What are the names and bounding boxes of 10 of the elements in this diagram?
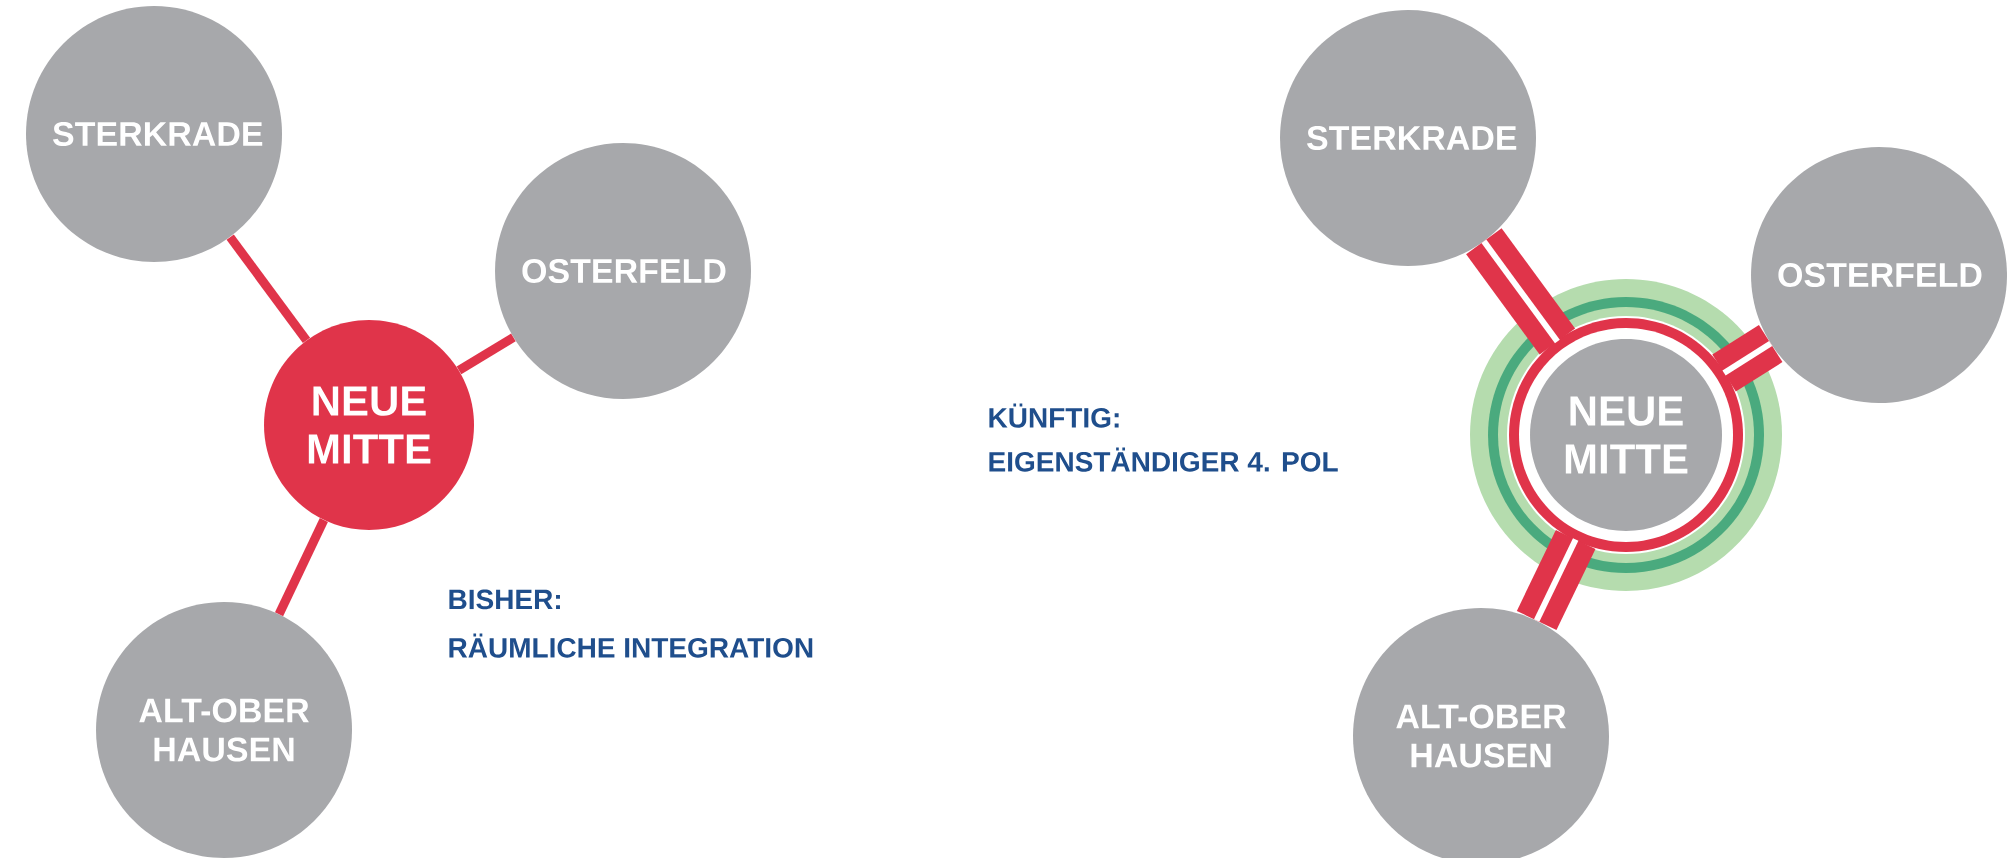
caption-text: RÄUMLICHE INTEGRATION: [449, 633, 813, 658]
connector-line: [456, 333, 516, 375]
connector-line: [1516, 529, 1596, 631]
caption-text: KÜNFTIG:: [989, 403, 1119, 428]
connector-line: [226, 234, 311, 344]
connector-line: [275, 518, 328, 617]
connector-line: [1466, 228, 1576, 355]
connector-line: [1712, 324, 1783, 392]
caption-text: BISHER:: [449, 589, 560, 610]
caption-text: EIGENSTÄNDIGER 4. POL: [989, 447, 1338, 472]
